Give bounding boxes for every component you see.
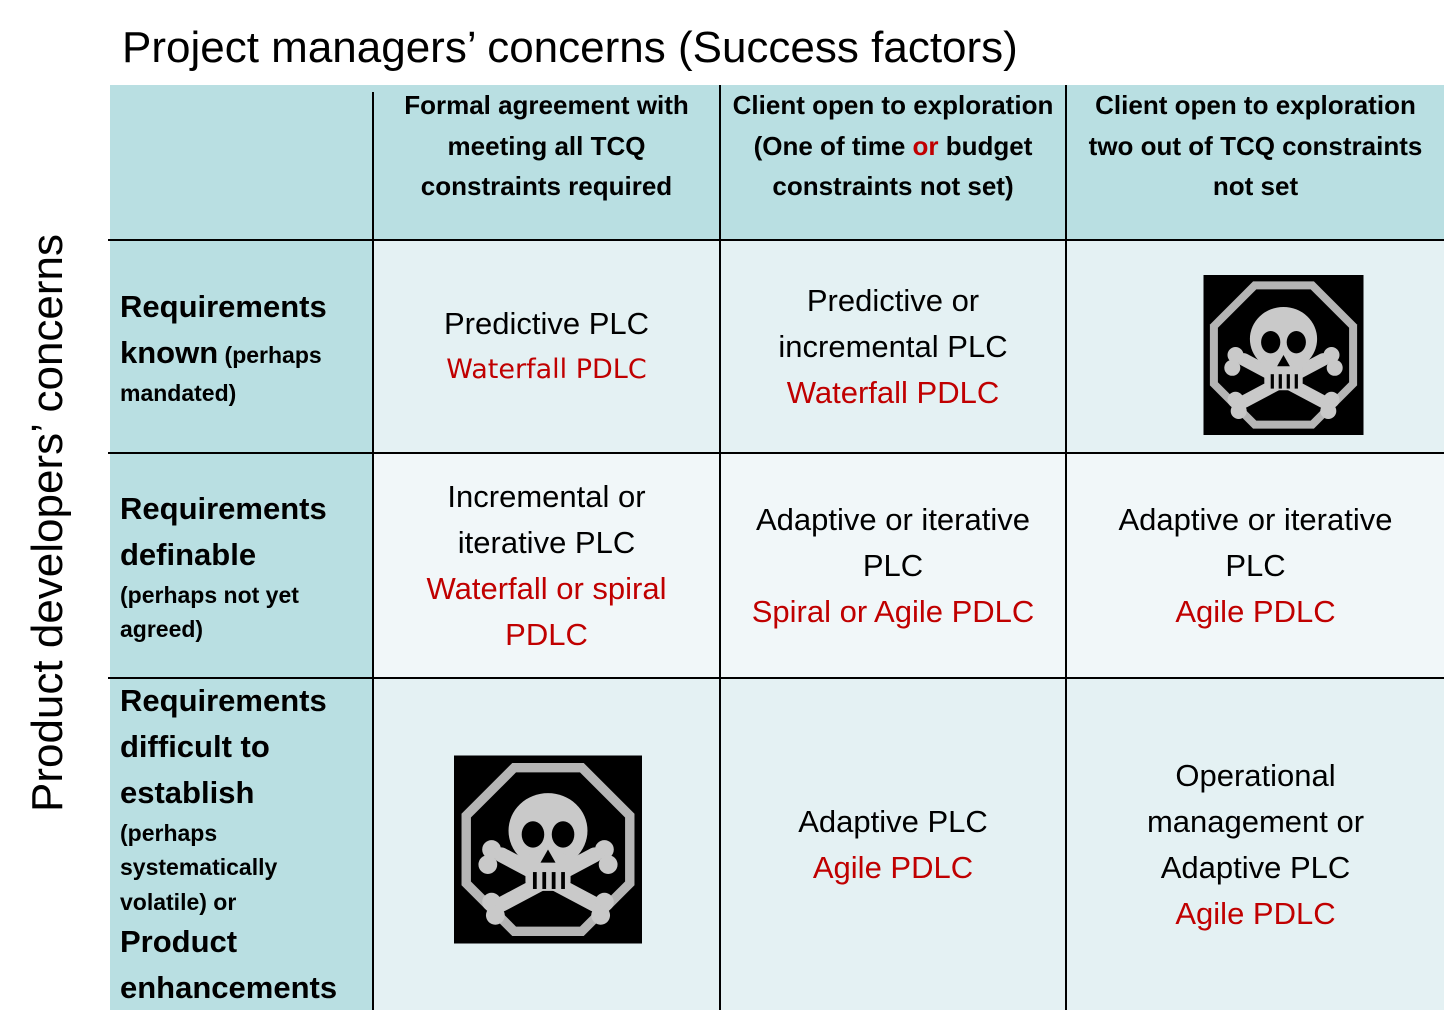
plc-label: Predictive or incremental PLC <box>778 283 1008 364</box>
row-header-note: agreed) <box>120 616 204 642</box>
row-header-note: (perhaps not yet <box>120 581 299 608</box>
plc-label: Adaptive PLC <box>798 803 988 839</box>
cell-difficult-two-open: Operational management or Adaptive PLC A… <box>1067 679 1444 1010</box>
pdlc-label: Agile PDLC <box>1175 594 1336 629</box>
plc-label: Predictive PLC <box>443 306 650 341</box>
row-header-requirements-definable: Requirements definable (perhaps not yet … <box>110 454 372 678</box>
pdlc-label: Waterfall PDLC <box>446 354 647 385</box>
row-header-line: establish <box>120 774 255 810</box>
column-header-formal-agreement: Formal agreement with meeting all TCQ co… <box>374 85 719 241</box>
cell-definable-formal: Incremental or iterative PLC Waterfall o… <box>374 454 719 678</box>
row-header-requirements-difficult: Requirements difficult to establish (per… <box>110 679 372 1010</box>
column-header-label: Formal agreement with meeting all TCQ co… <box>404 90 689 201</box>
grid-line <box>108 677 1444 679</box>
column-header-label: Client open to exploration (One of time … <box>727 85 1059 207</box>
row-header-requirements-known: Requirements known (perhaps mandated) <box>110 241 372 453</box>
row-header-line: Product <box>120 924 238 960</box>
row-header-note: (perhaps <box>218 341 322 368</box>
page-title: Project managers’ concerns (Success fact… <box>122 23 1018 72</box>
pdlc-label: Spiral or Agile PDLC <box>751 594 1035 629</box>
column-header-text: Client open to exploration (One of time <box>732 90 1054 161</box>
column-header-one-constraint-open: Client open to exploration (One of time … <box>721 85 1065 241</box>
row-header-note: systematically <box>120 854 278 881</box>
row-header-note: mandated) <box>120 379 237 406</box>
column-header-two-constraints-open: Client open to exploration two out of TC… <box>1067 85 1444 241</box>
row-header-note: (perhaps <box>120 819 218 846</box>
column-header-label: Client open to exploration two out of TC… <box>1088 90 1423 201</box>
row-header-text: known <box>120 334 219 370</box>
plc-label: Operational management or Adaptive PLC <box>1146 757 1365 885</box>
plc-label: Adaptive or iterative PLC <box>1118 502 1393 583</box>
cell-known-one-open: Predictive or incremental PLC Waterfall … <box>721 241 1065 453</box>
row-header-line: difficult to <box>120 728 270 764</box>
row-header-line: enhancements <box>120 970 338 1006</box>
column-header-or: or <box>912 130 939 161</box>
cell-definable-two-open: Adaptive or iterative PLC Agile PDLC <box>1067 454 1444 678</box>
row-header-line: Requirements <box>120 288 327 324</box>
pdlc-label: Agile PDLC <box>1175 895 1336 931</box>
skull-crossbones-warning-icon <box>454 755 642 944</box>
cell-known-formal: Predictive PLC Waterfall PDLC <box>374 241 719 453</box>
cell-definable-one-open: Adaptive or iterative PLC Spiral or Agil… <box>721 454 1065 678</box>
row-header-note: volatile) or <box>120 888 237 915</box>
row-header-line: definable <box>120 536 257 572</box>
grid-line <box>719 85 721 1010</box>
grid-line <box>108 239 1444 241</box>
row-header-line: Requirements <box>120 682 327 718</box>
grid-line <box>372 92 374 1010</box>
cell-difficult-one-open: Adaptive PLC Agile PDLC <box>721 679 1065 1010</box>
column-header-text: budget constraints not set) <box>772 130 1033 202</box>
row-header-line: Requirements <box>120 490 327 526</box>
pdlc-label: Agile PDLC <box>812 849 974 885</box>
pdlc-label: Waterfall or spiral PDLC <box>426 571 667 652</box>
grid-line <box>1065 85 1067 1010</box>
row-header-line: known (perhaps <box>120 330 372 376</box>
row-axis-label: Product developers’ concerns <box>23 233 72 813</box>
plc-label: Adaptive or iterative PLC <box>756 502 1030 583</box>
skull-crossbones-warning-icon <box>1203 275 1364 435</box>
pdlc-label: Waterfall PDLC <box>786 375 1000 410</box>
grid-line <box>108 452 1444 454</box>
plc-label: Incremental or iterative PLC <box>447 479 646 560</box>
